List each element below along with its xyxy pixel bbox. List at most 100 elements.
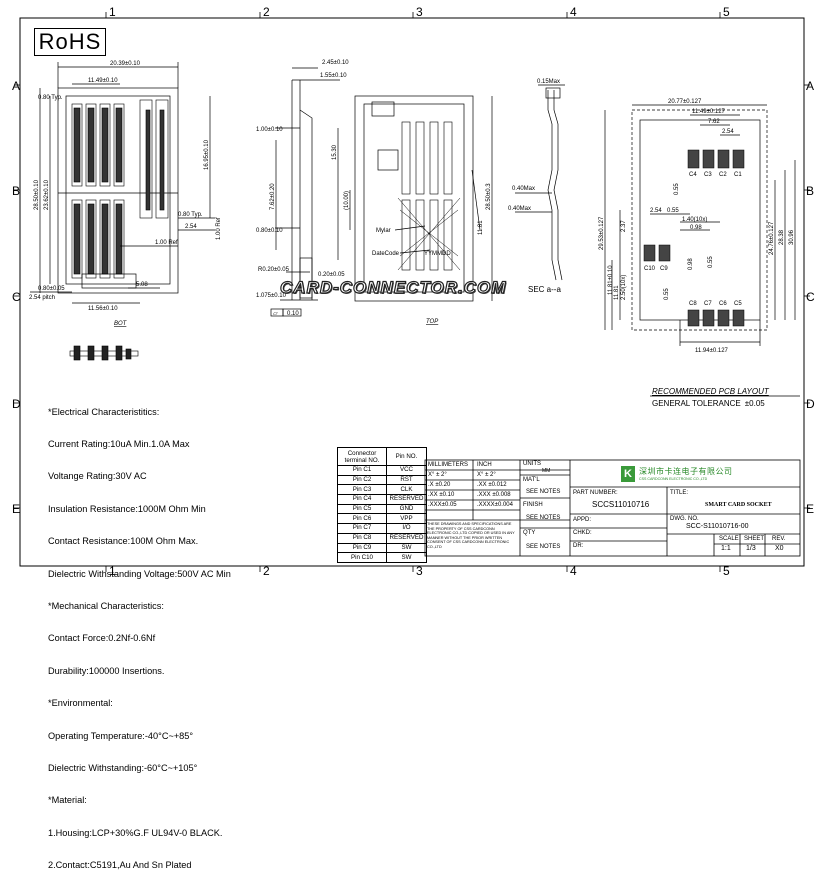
finish-value: SEE NOTES [526,515,561,521]
section-view-label: SEC a--a [528,285,561,294]
terminal-cell: Pin C4 [337,494,387,505]
spec-line: Dielectric Withstanding Voltage:500V AC … [48,568,231,579]
row-marker-right-e: E [806,502,814,516]
spec-line: Operating Temperature:-40°C~+85° [48,730,194,741]
annotation-layer: RoHS CARD-CONNECTOR.COM *Electrical Char… [34,28,785,870]
pad-c6: C6 [719,301,727,307]
col-marker-bottom-1: 1 [109,564,116,577]
terminal-cell: Pin C5 [337,503,387,515]
company-logo: K [621,466,635,482]
row-marker-right-b: B [806,184,814,198]
dim-pcb-w-outer: 20.77±0.127 [668,99,702,105]
dim-pcb-x-small: 0.55 [667,208,679,214]
pin-cell: VPP [386,513,427,525]
title-label: TITLE: [670,490,689,496]
tol-mm-3: .XXX±0.05 [428,502,457,508]
tol-mm-2: .XX ±0.10 [428,492,455,498]
side-strip-view [69,345,139,361]
dim-pcb-right-3: 30.96 [789,229,795,245]
bottom-view [30,62,215,304]
dim-pcb-c-off: 0.98 [688,258,694,270]
company-name-cn: 深圳市卡连电子有限公司 [639,467,733,476]
spec-line: Current Rating:10uA Min.1.0A Max [48,438,190,449]
row-marker-right-a: A [806,79,814,93]
tolerance-value: ±0.05 [744,399,765,408]
dim-pcb-c-gap: 0.55 [664,288,670,300]
spec-line: *Mechanical Characteristics: [48,600,164,611]
terminal-cell: Pin C9 [337,542,387,554]
inch-label: INCH [477,462,492,468]
col-marker-4: 4 [570,5,577,19]
pcb-layout [604,104,796,346]
header-pin-no: Pin NO. [386,447,427,466]
units-label: UNITS [523,461,541,467]
dim-pcb-overall-h: 29.53±0.127 [599,216,605,250]
chkd-label: CHKD: [573,530,592,536]
appd-label: APPD: [573,517,592,523]
dim-pcb-x-pitch: 2.54 [650,208,662,214]
scale-label: SCALE [719,536,739,542]
qty-value: SEE NOTES [526,544,561,550]
dim-pcb-row-gap: 0.55 [674,183,680,195]
spec-line: *Material: [48,795,87,806]
dim-pcb-pad-pitch: 2.54 [722,129,734,135]
qty-label: QTY [523,530,536,536]
matl-value: SEE NOTES [526,489,561,495]
tol-inch-3: .XXXX±0.004 [477,502,513,508]
row-marker-right-c: C [806,290,815,304]
dim-height-right: 16.95±0.10 [204,139,210,170]
col-marker-bottom-4: 4 [570,564,577,577]
pin-cell: SW [386,552,427,563]
top-view-dims: 15.30 (10.00) 11.81 28.50±0.3 Mylar Date… [332,144,492,325]
dim-side-top-2: 1.55±0.10 [320,73,347,79]
rohs-mark: RoHS [34,28,106,56]
mm-label: MILLIMETERS [428,462,469,468]
spec-line: Durability:100000 Insertions. [48,665,165,676]
row-marker-b: B [12,184,20,198]
pcb-dims: 20.77±0.127 11.49±0.127 7.62 2.54 0.55 2… [599,99,795,354]
pcb-layout-title: RECOMMENDED PCB LAYOUT [652,387,769,396]
dim-side-flatness: 0.10 [287,311,299,317]
drawing-frame [19,17,805,567]
col-marker-5: 5 [723,5,730,19]
tol-mm-0: X° ± 2° [428,472,447,478]
sheet-value: 1/3 [746,545,756,552]
dim-pcb-c-mid: 0.55 [708,256,714,268]
side-view [270,67,340,317]
pad-c5: C5 [734,301,742,307]
dim-ref-right: 1.00 Ref [216,217,222,240]
dwg-no-value: SCC-S11010716-00 [686,523,749,530]
dim-pin-typ: 0.80 Typ. [178,212,203,218]
pad-c1: C1 [734,172,742,178]
pad-c4: C4 [689,172,697,178]
col-marker-bottom-2: 2 [263,564,270,577]
dim-height-left: 28.50±0.10 [34,179,40,210]
terminal-cell: Pin C8 [337,532,387,544]
tol-mm-1: .X ±0.20 [428,482,451,488]
bottom-view-label: BOT [114,321,128,327]
dim-pcb-hole: 1.40(10x) [682,217,707,223]
row-marker-right-d: D [806,397,815,411]
watermark-text: CARD-CONNECTOR.COM [279,277,507,297]
pad-c8: C8 [689,301,697,307]
dim-sec-top: 0.15Max [537,79,560,85]
dim-top-d1: 15.30 [332,144,338,160]
top-view [337,95,493,302]
part-number-value: SCCS11010716 [592,500,650,509]
pin-table-header: Connector terminal NO. Pin NO. [337,447,427,466]
dim-pitch-typ: 0.80 Typ. [38,95,63,101]
pin-cell: CLK [386,484,427,496]
dim-side-mid: 7.62±0.20 [270,183,276,210]
terminal-cell: Pin C2 [337,474,387,486]
spec-line: *Environmental: [48,698,113,709]
frame-ticks [14,12,810,572]
spec-line: Dielectric Withstanding:-60°C~+105° [48,762,198,773]
pad-c9: C9 [660,266,668,272]
dim-top-d3: 11.81 [478,220,484,235]
dim-side-foot: 1.075±0.10 [256,293,287,299]
